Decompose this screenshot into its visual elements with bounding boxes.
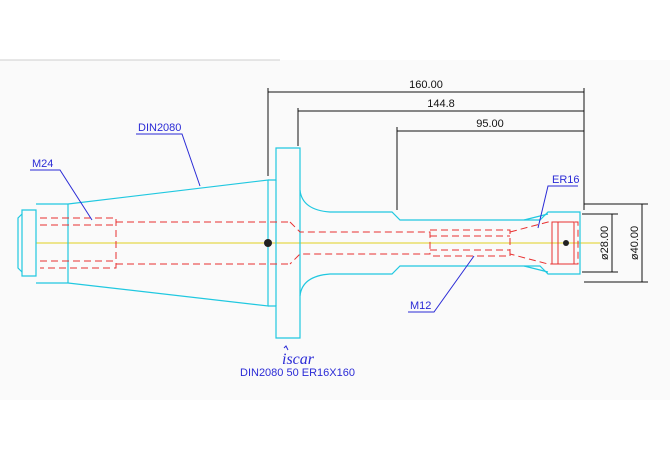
iscar-logo: iscar <box>282 345 315 368</box>
flange-outline <box>268 147 301 339</box>
dia-40-text: ø40.00 <box>629 226 641 260</box>
holder-outline <box>17 147 581 339</box>
gauge-point-nose <box>563 240 569 246</box>
m24-leader <box>30 169 93 221</box>
taper-leader <box>136 133 201 187</box>
m12-leader <box>408 255 475 313</box>
center-bore <box>289 221 431 265</box>
m12-bore <box>430 229 511 257</box>
dia-28-text: ø28.00 <box>599 226 611 260</box>
collet-detail <box>551 221 575 265</box>
dimension-lines <box>267 88 648 283</box>
dim-160-text: 160.00 <box>409 79 443 91</box>
dim-144-text: 144.8 <box>427 98 455 110</box>
er16-leader <box>537 185 578 229</box>
logo-mark <box>283 345 289 351</box>
m12-callout: M12 <box>410 300 431 312</box>
taper-callout: DIN2080 <box>138 122 181 134</box>
er16-callout: ER16 <box>552 174 580 186</box>
m24-bore <box>40 217 117 269</box>
dim-95-text: 95.00 <box>476 118 504 130</box>
back-chamfer <box>17 213 23 273</box>
gauge-point-flange <box>264 239 272 247</box>
back-end-outline <box>21 209 37 277</box>
m24-callout: M24 <box>32 158 53 170</box>
part-number: DIN2080 50 ER16X160 <box>240 367 355 379</box>
collet-pocket <box>509 221 579 265</box>
logo-text: iscar <box>282 351 315 368</box>
hidden-lines <box>40 217 579 269</box>
body-outline <box>299 189 581 297</box>
callout-leaders <box>30 133 578 313</box>
nose-cone <box>523 213 549 273</box>
collet-body <box>551 221 575 265</box>
